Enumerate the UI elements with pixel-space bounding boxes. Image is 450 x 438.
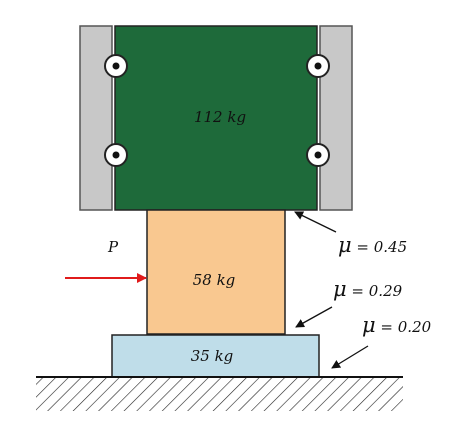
friction-arrow-2 (295, 306, 333, 328)
mu-value-1: = 0.45 (352, 238, 408, 256)
block-58kg-label: 58 kg (193, 271, 236, 289)
mu-value-3: = 0.20 (376, 318, 432, 336)
roller-bottom-right (306, 143, 330, 167)
left-wall (79, 25, 113, 211)
friction-label-2: μ = 0.29 (333, 277, 403, 301)
mu-symbol-2: μ (333, 277, 347, 301)
mu-value-2: = 0.29 (347, 282, 403, 300)
block-112kg-label: 112 kg (194, 108, 246, 126)
friction-arrow-1 (294, 211, 337, 233)
force-label: P (107, 238, 119, 256)
roller-top-left (104, 54, 128, 78)
friction-label-1: μ = 0.45 (338, 233, 407, 257)
right-wall (319, 25, 353, 211)
mu-symbol-3: μ (362, 313, 376, 337)
block-35kg-label: 35 kg (191, 347, 234, 365)
roller-top-right (306, 54, 330, 78)
friction-arrow-3 (331, 345, 369, 369)
mu-symbol-1: μ (338, 233, 352, 257)
ground-hatch (36, 378, 403, 411)
block-58kg (146, 209, 286, 335)
block-112kg (114, 25, 318, 211)
roller-bottom-left (104, 143, 128, 167)
friction-label-3: μ = 0.20 (362, 313, 432, 337)
